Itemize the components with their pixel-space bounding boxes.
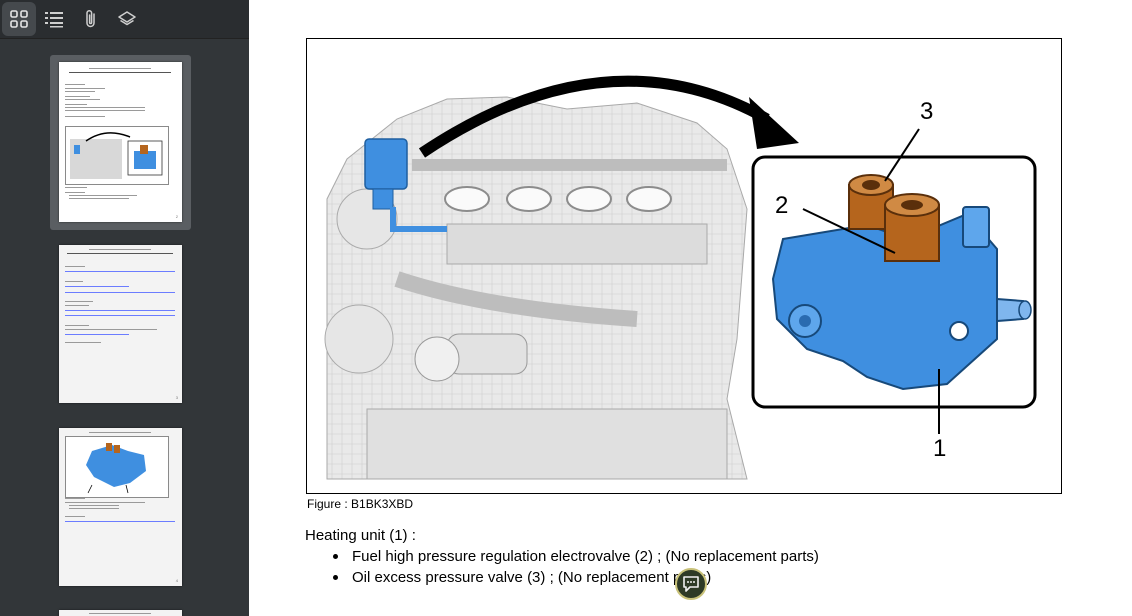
- callout-1: 1: [933, 435, 946, 462]
- page-thumbnail-1[interactable]: 2: [59, 62, 182, 222]
- arrow-curve: [418, 75, 770, 158]
- bullet-list: Fuel high pressure regulation electroval…: [333, 548, 819, 590]
- list-icon: [45, 12, 63, 28]
- figure-illustration: 1 2 3: [306, 38, 1062, 494]
- thumbnails-tab[interactable]: [2, 2, 36, 36]
- heating-unit-on-engine: [364, 138, 447, 232]
- page-thumbnail-2[interactable]: 3: [59, 245, 182, 403]
- layers-icon: [118, 11, 136, 26]
- attachments-tab[interactable]: [74, 2, 108, 36]
- chat-button[interactable]: [675, 568, 707, 600]
- document-page: 1 2 3 Figure : B1BK3XBD Heating unit (1)…: [249, 0, 1132, 616]
- outline-tab[interactable]: [37, 2, 71, 36]
- figure-caption: Figure : B1BK3XBD: [307, 497, 414, 511]
- bullet-item: Fuel high pressure regulation electroval…: [333, 548, 819, 569]
- thumbnail-sidebar: 2 3: [0, 0, 249, 616]
- paperclip-icon: [86, 9, 95, 28]
- engine-block: [324, 96, 748, 480]
- bullet-item: Oil excess pressure valve (3) ; (No repl…: [333, 569, 819, 590]
- page-thumbnail-4[interactable]: [59, 610, 182, 616]
- engine-heating-unit-diagram: 1 2 3: [324, 75, 1037, 480]
- grid-icon: [10, 10, 28, 28]
- callout-3: 3: [920, 98, 933, 125]
- callout-2: 2: [775, 192, 788, 219]
- arrow-head: [749, 97, 799, 149]
- chat-icon: [683, 576, 699, 592]
- sidebar-toolbar: [0, 0, 249, 39]
- page-thumbnail-3[interactable]: 4: [59, 428, 182, 586]
- heating-unit-detail: [771, 174, 1032, 391]
- section-heading: Heating unit (1) :: [305, 527, 416, 544]
- layers-tab[interactable]: [110, 2, 144, 36]
